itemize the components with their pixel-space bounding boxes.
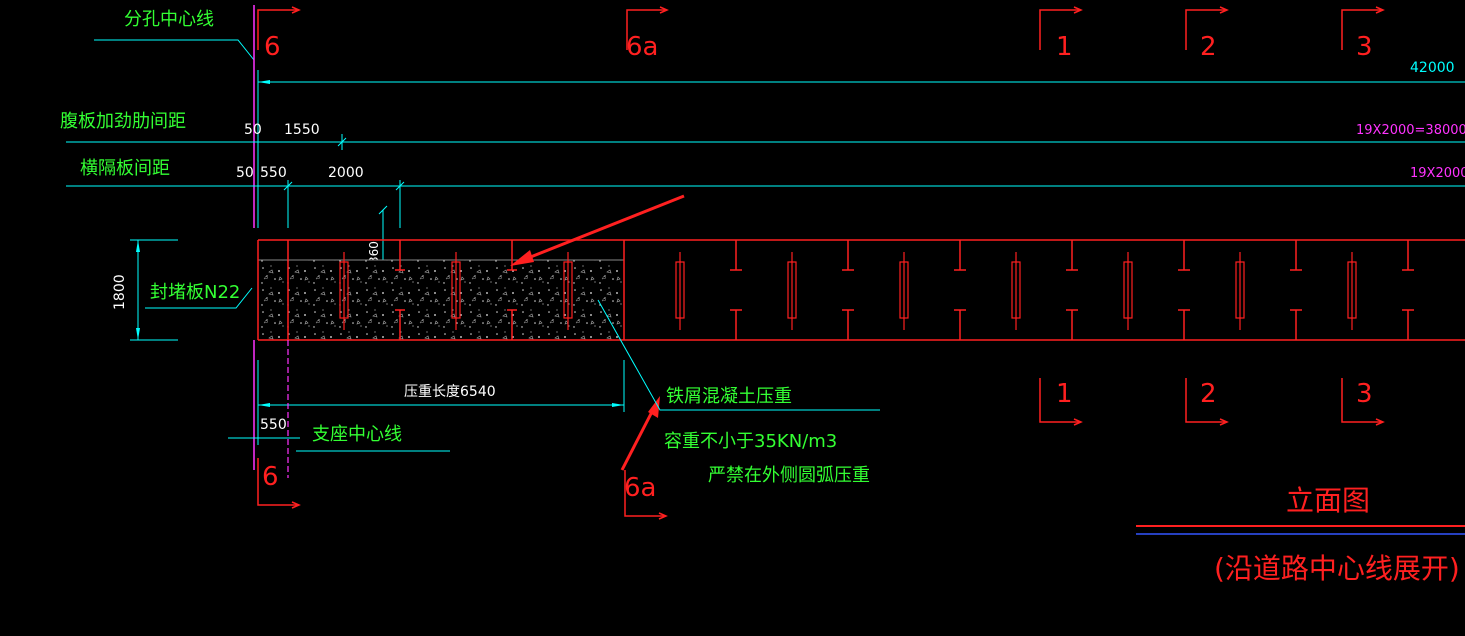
section-markers-bottom (257, 378, 1385, 520)
section-6-bottom: 6 (262, 462, 279, 492)
support-center-label: 支座中心线 (312, 424, 402, 445)
drawing-title: 立面图 (1286, 484, 1370, 517)
section-6a-bottom: 6a (624, 473, 656, 503)
section-3-bottom: 3 (1356, 379, 1373, 409)
girder-outline (257, 239, 1465, 341)
hole-center-leader (94, 39, 255, 61)
dim-total: 42000 (1410, 60, 1455, 76)
section-1-bottom: 1 (1056, 379, 1073, 409)
ballast-length-label: 压重长度6540 (404, 384, 496, 400)
dim-550a: 550 (260, 165, 287, 181)
section-2-top: 2 (1200, 32, 1217, 62)
diaphragm-label: 横隔板间距 (80, 158, 170, 179)
section-3-top: 3 (1356, 32, 1373, 62)
dim-diaphragm-series: 19X2000 (1410, 166, 1465, 181)
iron-concrete-label: 铁屑混凝土压重 (666, 386, 792, 407)
drawing-subtitle: (沿道路中心线展开) (1214, 552, 1460, 585)
dim-2000: 2000 (328, 165, 364, 181)
sealing-plate-label: 封堵板N22 (150, 282, 240, 303)
section-2-bottom: 2 (1200, 379, 1217, 409)
dim-stiffener-series: 19X2000=38000 (1356, 123, 1465, 138)
hole-center-label: 分孔中心线 (124, 9, 214, 30)
dim-550b: 550 (260, 417, 287, 433)
unit-weight-label: 容重不小于35KN/m3 (664, 431, 837, 452)
section-6a-top: 6a (626, 32, 658, 62)
section-markers-top (257, 6, 1385, 50)
dim-1800: 1800 (112, 274, 128, 310)
forbid-note-label: 严禁在外侧圆弧压重 (708, 465, 870, 486)
section-1-top: 1 (1056, 32, 1073, 62)
diaphragms (730, 240, 1414, 340)
section-6-top: 6 (264, 32, 281, 62)
red-arrow-bottom (620, 396, 660, 471)
iron-concrete-ballast (258, 260, 624, 340)
dim-50a: 50 (244, 122, 262, 138)
red-arrow-top (510, 194, 685, 266)
dim-1550: 1550 (284, 122, 320, 138)
dim-360: 360 (367, 241, 381, 264)
web-stiffeners (339, 252, 1357, 330)
dim-50b: 50 (236, 165, 254, 181)
web-stiffener-label: 腹板加劲肋间距 (60, 111, 186, 132)
